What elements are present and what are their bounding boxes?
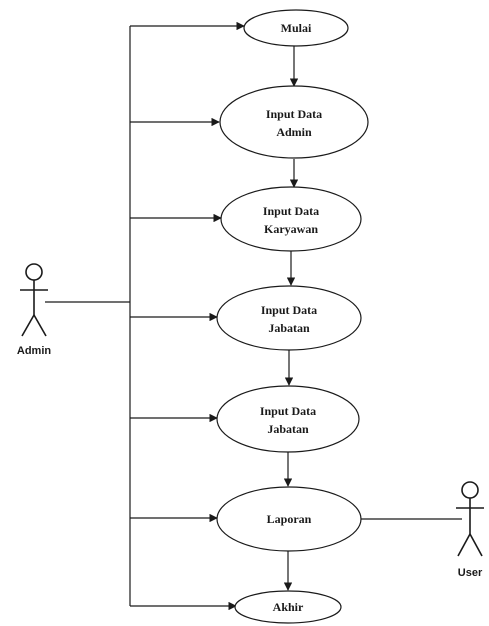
use-case-input-data-karyawan[interactable]: Input Data Karyawan	[220, 186, 362, 252]
use-case-label: Jabatan	[267, 422, 309, 436]
stick-figure-icon	[456, 481, 484, 557]
actor-label-admin: Admin	[17, 345, 52, 357]
use-case-label: Laporan	[267, 512, 312, 526]
use-case-input-data-admin[interactable]: Input Data Admin	[219, 85, 369, 159]
use-case-label: Input Data	[261, 303, 317, 317]
actor-user[interactable]: User	[456, 481, 484, 579]
use-case-mulai[interactable]: Mulai	[243, 9, 349, 47]
use-case-label: Input Data	[263, 204, 319, 218]
use-case-label: Mulai	[281, 21, 312, 35]
use-case-input-data-jabatan-2[interactable]: Input Data Jabatan	[216, 385, 360, 453]
use-case-label: Jabatan	[268, 321, 310, 335]
use-case-label: Input Data	[260, 404, 316, 418]
use-case-label: Admin	[276, 125, 312, 139]
use-case-label: Input Data	[266, 107, 322, 121]
use-case-input-data-jabatan-1[interactable]: Input Data Jabatan	[216, 285, 362, 351]
actor-label-user: User	[458, 567, 483, 579]
stick-figure-icon	[20, 263, 48, 337]
use-case-label: Akhir	[273, 600, 304, 614]
use-case-akhir[interactable]: Akhir	[234, 590, 342, 624]
actor-admin[interactable]: Admin	[17, 263, 52, 357]
use-case-laporan[interactable]: Laporan	[216, 486, 362, 552]
use-case-label: Karyawan	[264, 222, 318, 236]
